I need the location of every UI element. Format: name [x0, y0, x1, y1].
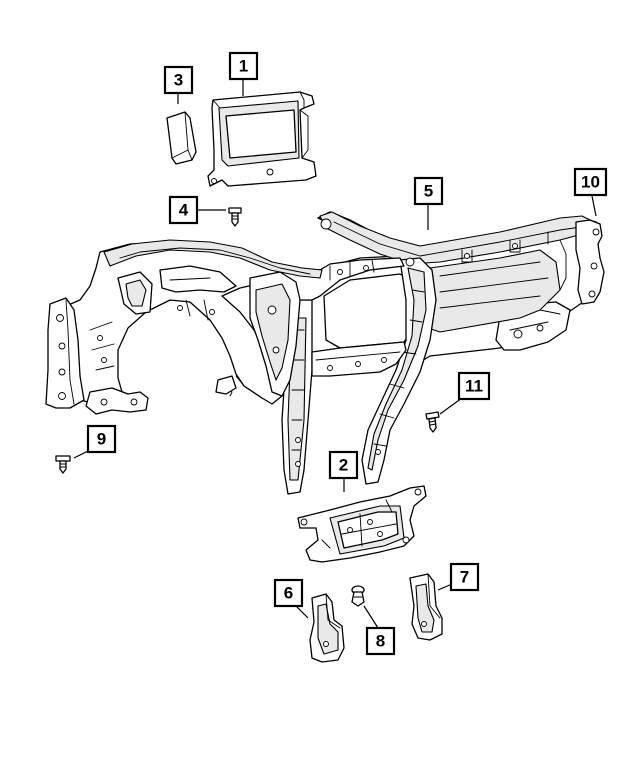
callout-9: 9 — [86, 424, 117, 454]
leader-6 — [295, 605, 309, 619]
part-5-panel-support — [45, 211, 605, 495]
leader-7 — [437, 583, 453, 591]
callout-8: 8 — [365, 626, 396, 656]
callout-11: 11 — [457, 371, 491, 401]
callout-1-label: 1 — [239, 57, 248, 76]
callout-8-label: 8 — [376, 632, 385, 651]
part-6-bracket — [309, 593, 345, 663]
leader-10 — [591, 195, 597, 217]
part-7-bracket — [409, 573, 443, 641]
callout-3: 3 — [163, 65, 194, 95]
part-3-pad — [166, 111, 197, 165]
callout-2-label: 2 — [339, 456, 348, 475]
callout-1: 1 — [228, 51, 259, 81]
part-2-bracket — [297, 485, 427, 563]
leader-9 — [73, 450, 89, 459]
callout-10-label: 10 — [581, 173, 600, 192]
callout-4-label: 4 — [179, 201, 189, 220]
leader-8 — [363, 605, 379, 629]
part-11-bolt — [425, 411, 440, 433]
callout-4: 4 — [168, 195, 199, 225]
callout-6: 6 — [273, 578, 304, 608]
callout-10: 10 — [573, 167, 608, 197]
leader-11 — [439, 397, 463, 415]
callout-6-label: 6 — [284, 584, 293, 603]
callout-3-label: 3 — [174, 71, 183, 90]
callout-7-label: 7 — [460, 568, 469, 587]
callout-5: 5 — [413, 176, 444, 206]
part-8-clip — [351, 585, 365, 607]
callout-5-label: 5 — [424, 182, 433, 201]
callout-9-label: 9 — [97, 430, 106, 449]
callout-11-label: 11 — [465, 377, 483, 396]
callout-7: 7 — [449, 562, 480, 592]
leader-lines — [73, 79, 597, 629]
part-9-bolt — [55, 455, 71, 474]
callout-2: 2 — [328, 450, 359, 480]
part-4-bolt — [228, 207, 242, 227]
part-1-bracket — [207, 91, 317, 187]
